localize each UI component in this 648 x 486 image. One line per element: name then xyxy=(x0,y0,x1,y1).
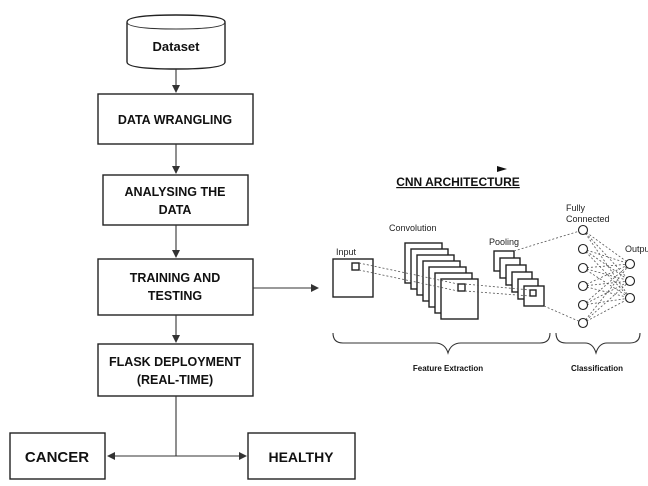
feature-extraction-label: Feature Extraction xyxy=(413,364,483,373)
feature-extraction-brace xyxy=(332,332,551,355)
fc-connections xyxy=(582,229,631,324)
convolution-layer xyxy=(404,242,479,320)
flask-deployment-node: FLASK DEPLOYMENT (REAL-TIME) xyxy=(97,343,254,397)
fully-connected-layer xyxy=(577,224,589,329)
healthy-label: HEALTHY xyxy=(268,449,334,465)
classification-brace xyxy=(555,332,641,355)
training-testing-node: TRAINING AND TESTING xyxy=(97,258,254,316)
pooling-layer xyxy=(493,250,545,307)
data-wrangling-label: DATA WRANGLING xyxy=(118,113,232,127)
output-label: Outpu xyxy=(625,244,648,254)
healthy-node: HEALTHY xyxy=(247,432,356,480)
training-label-line2: TESTING xyxy=(148,289,202,303)
cnn-architecture: CNN ARCHITECTURE Input Convolution Pooli… xyxy=(332,166,648,373)
pooling-label: Pooling xyxy=(489,237,519,247)
training-label-line1: TRAINING AND xyxy=(130,271,221,285)
input-label: Input xyxy=(336,247,357,257)
data-wrangling-node: DATA WRANGLING xyxy=(97,93,254,145)
flask-label-line2: (REAL-TIME) xyxy=(137,373,213,387)
fully-connected-label-line2: Connected xyxy=(566,214,610,224)
dataset-label: Dataset xyxy=(153,39,201,54)
cnn-title: CNN ARCHITECTURE xyxy=(396,175,520,189)
input-layer xyxy=(332,258,374,298)
cursor-icon xyxy=(497,166,507,172)
analysing-label-line2: DATA xyxy=(159,203,192,217)
conv-projection-line xyxy=(358,262,459,285)
classification-label: Classification xyxy=(571,364,623,373)
convolution-label: Convolution xyxy=(389,223,437,233)
analysing-label-line1: ANALYSING THE xyxy=(125,185,226,199)
pool-projection-line xyxy=(464,290,531,297)
flask-label-line1: FLASK DEPLOYMENT xyxy=(109,355,241,369)
dataset-node: Dataset xyxy=(126,14,226,70)
conv-projection-line xyxy=(358,269,459,292)
pool-projection-line xyxy=(464,283,531,291)
cancer-node: CANCER xyxy=(9,432,106,480)
analysing-data-node: ANALYSING THE DATA xyxy=(102,174,249,226)
output-layer xyxy=(624,258,636,304)
pool-to-fc-dashes xyxy=(513,229,584,324)
fully-connected-label-line1: Fully xyxy=(566,203,586,213)
cancer-label: CANCER xyxy=(25,449,89,466)
